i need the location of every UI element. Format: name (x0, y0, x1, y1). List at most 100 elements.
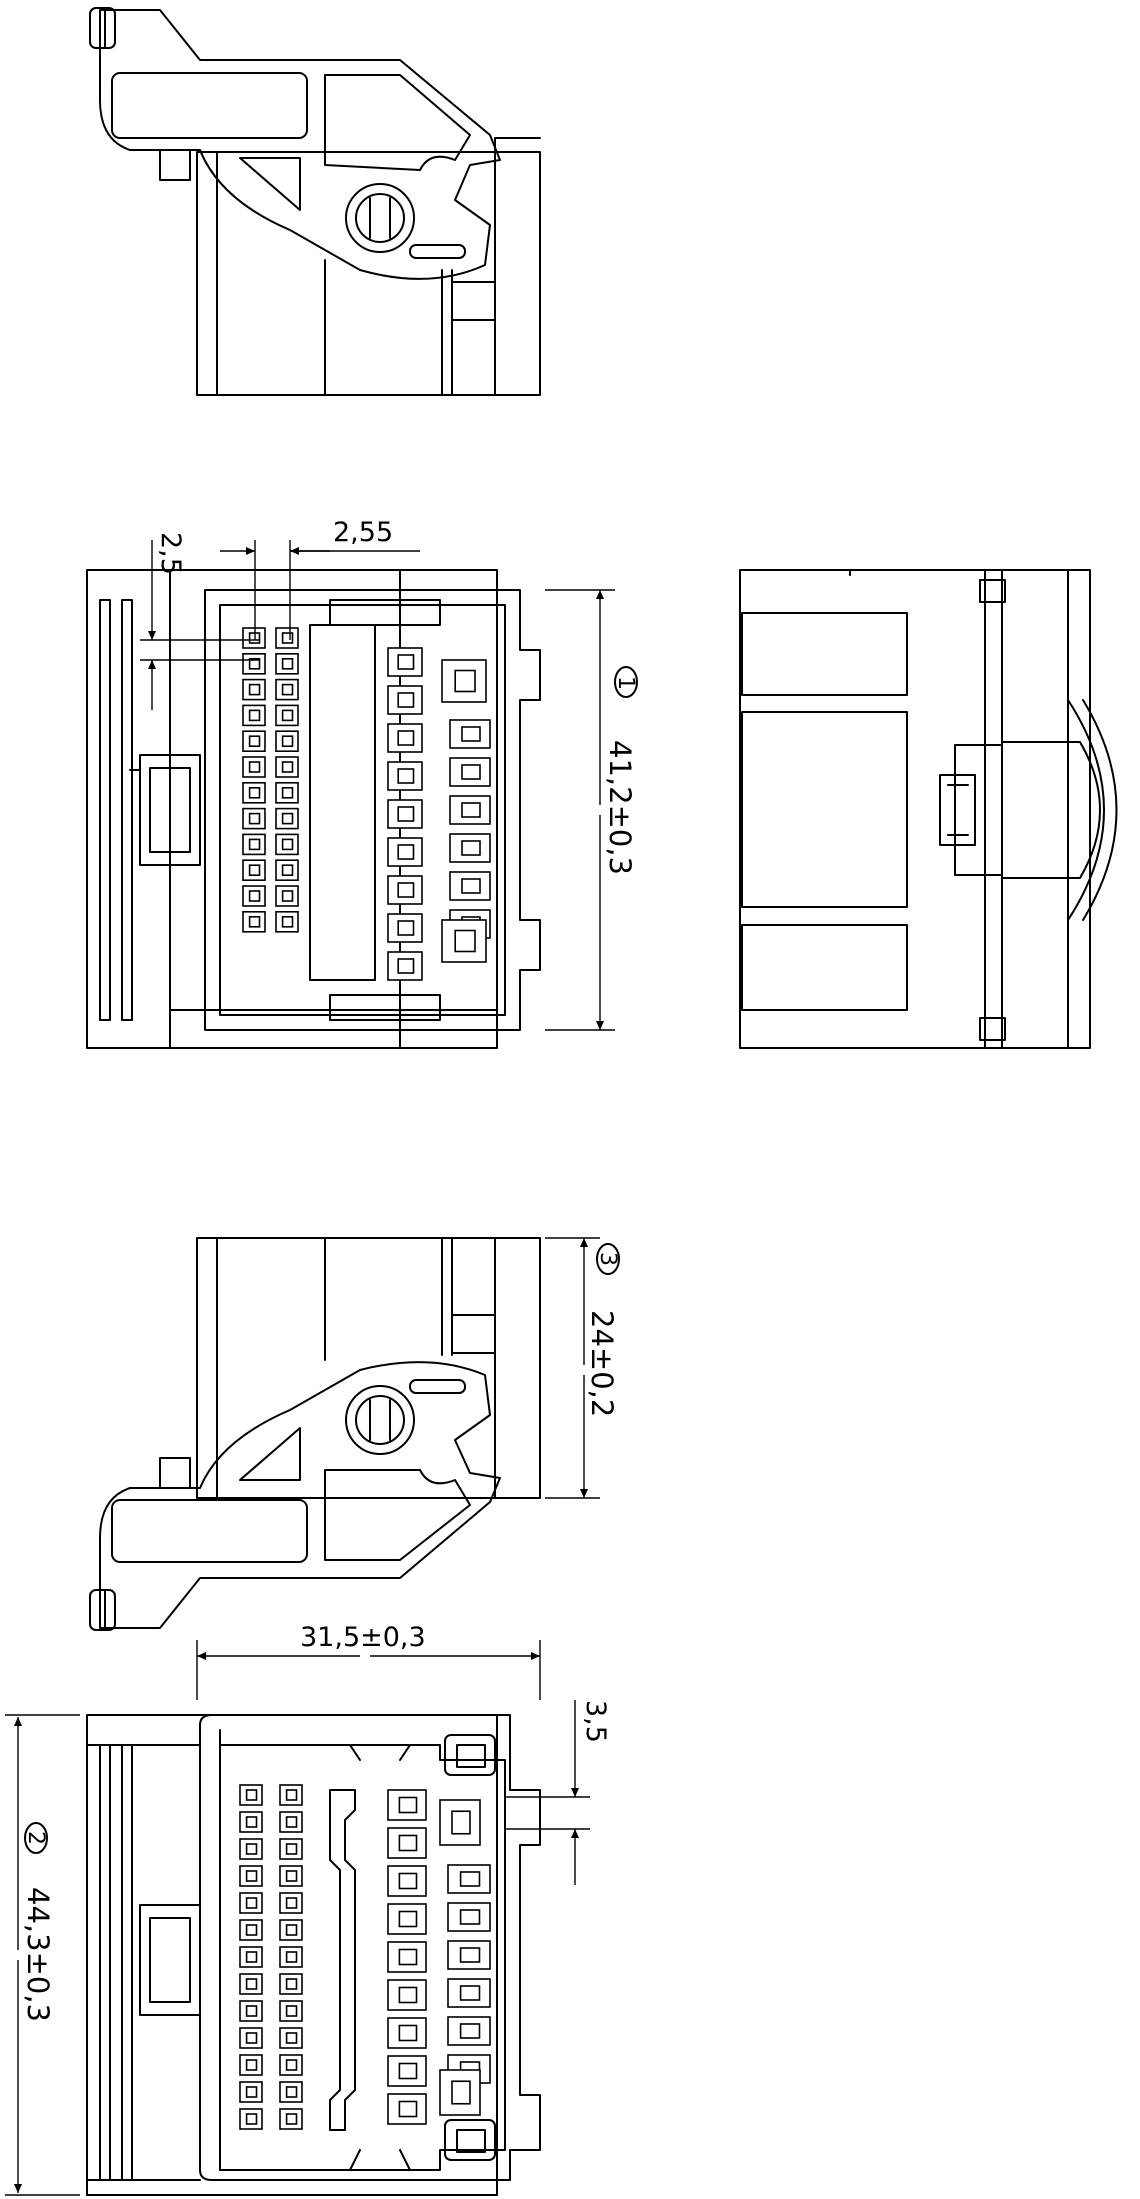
terminal-cavity-inner (454, 929, 476, 953)
terminal-cavity-inner (285, 2059, 298, 2071)
pitch-vertical-label: 2,5 (155, 532, 186, 575)
terminal-cavity-inner (248, 735, 261, 748)
side-view-lower: 3 24±0,2 (89, 1237, 620, 1631)
width-mid-label: 41,2±0,3 (603, 740, 637, 875)
terminal-cavity-inner (248, 812, 261, 825)
terminal-cavity-inner (248, 915, 261, 928)
terminal-cavity-inner (281, 735, 294, 748)
side-view-top (89, 7, 541, 396)
callout-2-circle (24, 1822, 48, 1854)
terminal-cavity-inner (285, 2032, 298, 2044)
rear-view-right (739, 569, 1118, 1049)
terminal-cavity-inner (397, 806, 415, 822)
terminal-cavity-inner (459, 1871, 481, 1887)
terminal-cavity-inner (459, 2023, 481, 2039)
terminal-cavity-inner (397, 768, 415, 784)
terminal-cavity-inner (398, 2062, 418, 2080)
height-bottom-label: 44,3±0,3 (21, 1887, 55, 2022)
terminal-cavity-inner (245, 2032, 258, 2044)
terminal-cavity-inner (281, 683, 294, 696)
terminal-cavity-inner (398, 2100, 418, 2118)
width-bottom-label: 31,5±0,3 (300, 1622, 426, 1653)
terminal-cavity-inner (281, 632, 294, 644)
latch-offset-label: 3,5 (580, 1700, 611, 1743)
terminal-cavity-inner (281, 838, 294, 851)
terminal-cavity-inner (397, 654, 415, 670)
terminal-cavity-inner (285, 1978, 298, 1990)
callout-3-label: 3 (595, 1252, 620, 1266)
callout-3-circle (596, 1243, 620, 1275)
terminal-cavity-inner (245, 2086, 258, 2098)
terminal-cavity-inner (398, 1910, 418, 1928)
callout-1-circle (614, 666, 638, 698)
terminal-cavity-inner (397, 920, 415, 936)
terminal-cavity-inner (281, 812, 294, 825)
terminal-cavity-inner (281, 657, 294, 670)
terminal-cavity-inner (285, 1870, 298, 1882)
cavity-grid-bottom (239, 1784, 491, 2130)
terminal-cavity-inner (397, 844, 415, 860)
terminal-cavity-inner (451, 2080, 471, 2105)
terminal-cavity-inner (281, 761, 294, 773)
terminal-cavity-inner (459, 1909, 481, 1925)
terminal-cavity-inner (245, 1843, 258, 1855)
terminal-cavity-inner (281, 786, 294, 799)
terminal-cavity-inner (248, 683, 261, 696)
terminal-cavity-inner (245, 2113, 258, 2125)
terminal-cavity-inner (285, 1951, 298, 1963)
terminal-cavity-inner (285, 1843, 298, 1855)
terminal-cavity-inner (245, 1870, 258, 1882)
terminal-cavity-inner (248, 709, 261, 722)
terminal-cavity-inner (398, 1834, 418, 1852)
terminal-cavity-inner (459, 1947, 481, 1963)
terminal-cavity-inner (245, 2005, 258, 2017)
terminal-cavity-inner (398, 1986, 418, 2004)
callout-2-label: 2 (23, 1831, 48, 1845)
terminal-cavity-inner (285, 1789, 298, 1801)
terminal-cavity-inner (459, 1985, 481, 2001)
terminal-cavity-inner (281, 864, 294, 877)
pitch-horizontal-label: 2,55 (333, 517, 393, 548)
terminal-cavity-inner (461, 726, 481, 742)
terminal-cavity-inner (461, 764, 481, 780)
terminal-cavity-inner (248, 864, 261, 877)
terminal-cavity-inner (461, 840, 481, 856)
callout-1-label: 1 (613, 676, 638, 690)
terminal-cavity-inner (248, 890, 261, 902)
terminal-cavity-inner (245, 1897, 258, 1909)
terminal-cavity-inner (245, 1816, 258, 1828)
terminal-cavity-inner (397, 958, 415, 974)
terminal-cavity-inner (248, 786, 261, 799)
terminal-cavity-inner (285, 1897, 298, 1909)
terminal-cavity-inner (454, 669, 476, 693)
cavity-grid-middle (242, 627, 491, 981)
terminal-cavity-inner (285, 2113, 298, 2125)
terminal-cavity (449, 795, 491, 825)
front-view-middle: 2,55 2,5 1 41,2±0,3 (86, 517, 638, 1049)
terminal-cavity-inner (398, 2024, 418, 2042)
terminal-cavity-inner (461, 802, 481, 818)
terminal-cavity-inner (248, 761, 261, 773)
terminal-cavity-inner (281, 890, 294, 902)
terminal-cavity-inner (281, 915, 294, 928)
terminal-cavity-inner (245, 1978, 258, 1990)
terminal-cavity (387, 685, 423, 715)
terminal-cavity-inner (285, 2005, 298, 2017)
terminal-cavity-inner (248, 657, 261, 670)
height-mid-label: 24±0,2 (585, 1310, 619, 1417)
terminal-cavity-inner (398, 1872, 418, 1890)
terminal-cavity-inner (398, 1796, 418, 1814)
terminal-cavity-inner (245, 1951, 258, 1963)
terminal-cavity-inner (285, 1816, 298, 1828)
terminal-cavity-inner (285, 1924, 298, 1936)
terminal-cavity-inner (451, 1810, 471, 1835)
terminal-cavity-inner (245, 1789, 258, 1801)
terminal-cavity-inner (245, 2059, 258, 2071)
terminal-cavity-inner (397, 882, 415, 898)
terminal-cavity-inner (245, 1924, 258, 1936)
terminal-cavity-inner (398, 1948, 418, 1966)
terminal-cavity-inner (281, 709, 294, 722)
terminal-cavity-inner (285, 2086, 298, 2098)
terminal-cavity-inner (397, 692, 415, 708)
